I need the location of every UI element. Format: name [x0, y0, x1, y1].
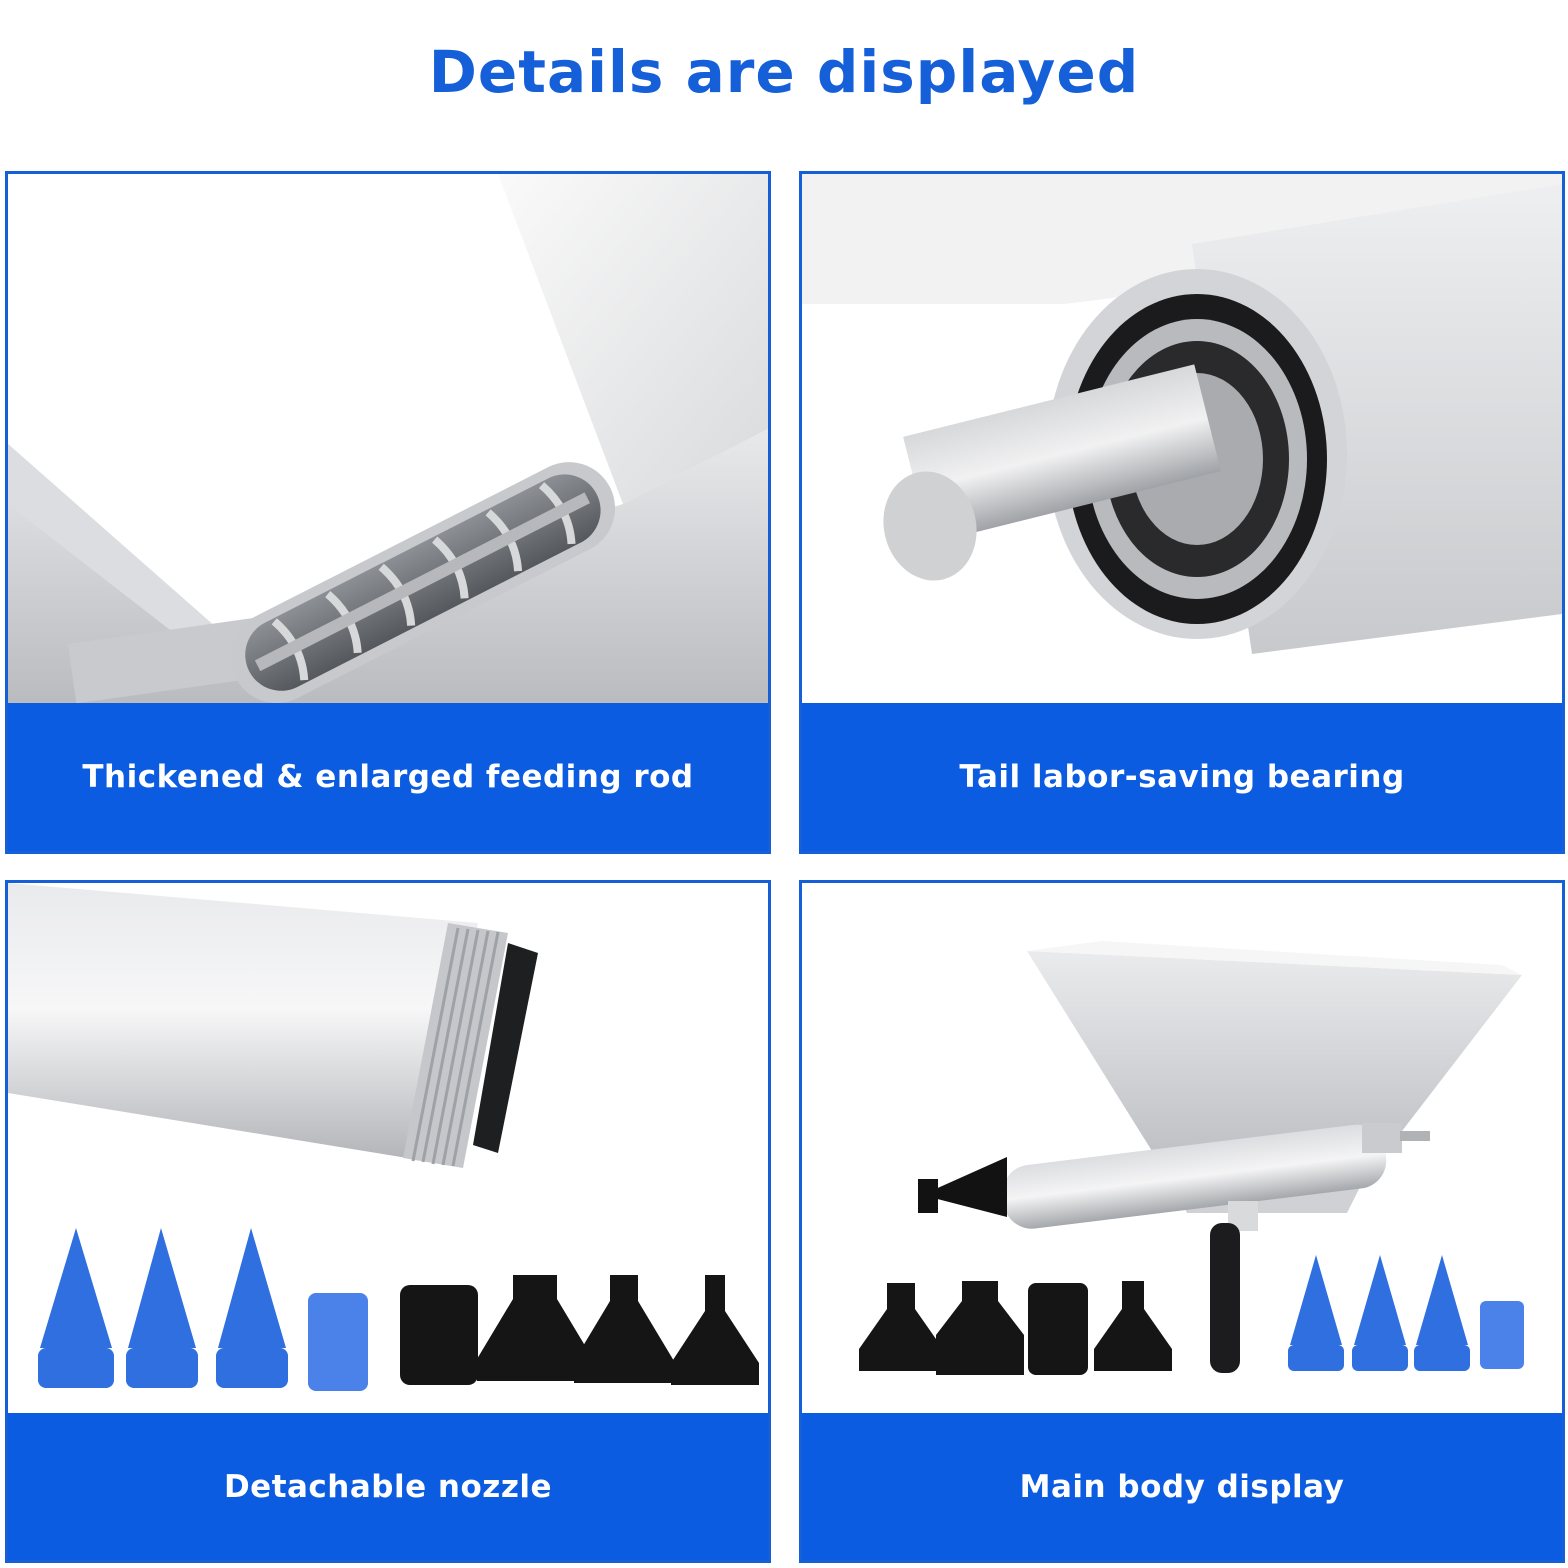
panel-feeding-rod: Thickened & enlarged feeding rod — [5, 171, 771, 854]
caption-bar: Thickened & enlarged feeding rod — [8, 703, 768, 851]
caption-bar: Detachable nozzle — [8, 1413, 768, 1560]
caption-nozzle: Detachable nozzle — [223, 1468, 553, 1505]
caption-bearing: Tail labor-saving bearing — [959, 759, 1405, 795]
caption-feeding-rod: Thickened & enlarged feeding rod — [82, 759, 694, 795]
caption-bar: Tail labor-saving bearing — [802, 703, 1562, 851]
panel-bearing: Tail labor-saving bearing — [799, 171, 1565, 854]
mortar-gun-with-accessories-photo — [802, 883, 1562, 1416]
caption-main-body: Main body display — [1019, 1468, 1345, 1505]
caption-bar: Main body display — [802, 1413, 1562, 1560]
hopper-feeding-screw-photo — [8, 174, 768, 706]
tail-bearing-shaft-photo — [802, 174, 1562, 706]
panel-main-body: Main body display — [799, 880, 1565, 1563]
page-title: Details are displayed — [428, 38, 1140, 106]
threaded-barrel-and-nozzles-photo — [8, 883, 768, 1416]
panel-nozzle: Detachable nozzle — [5, 880, 771, 1563]
